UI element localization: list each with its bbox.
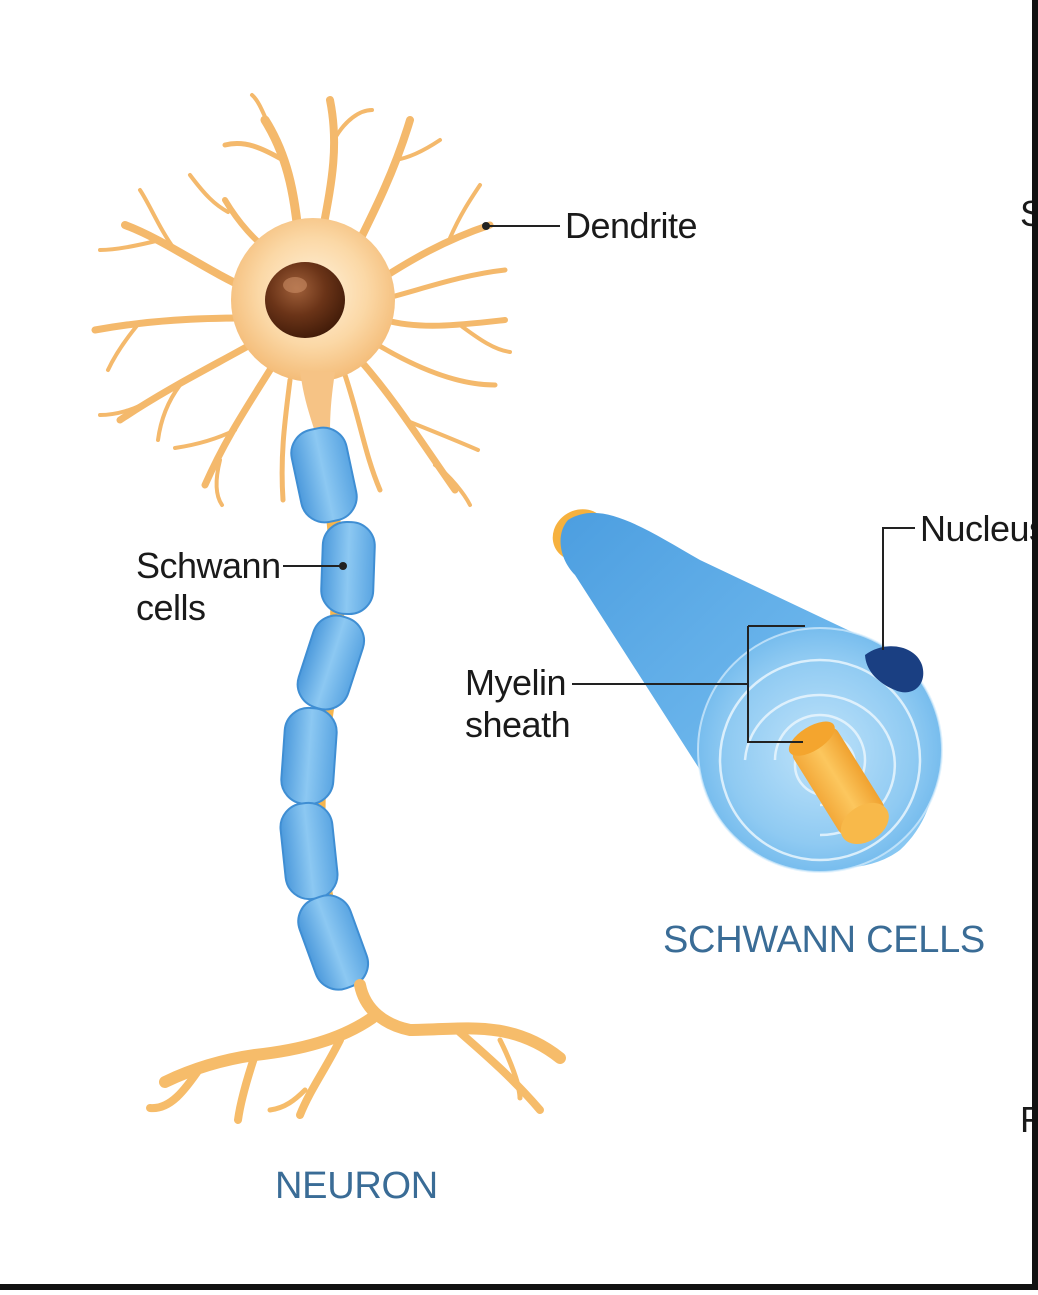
schwann-label-line2: cells [136, 587, 206, 628]
dendrite-leader-dot [482, 222, 490, 230]
schwann-label-line1: Schwann [136, 545, 281, 586]
neuron-nucleus [265, 262, 345, 338]
schwann-cell-segments [279, 426, 376, 991]
axon-terminals [146, 979, 566, 1124]
schwann-leader-dot [339, 562, 347, 570]
dendrite-label: Dendrite [565, 205, 697, 246]
right-frame-edge [1032, 0, 1038, 1290]
nucleus-label: Nucleus [920, 508, 1038, 549]
axon-hillock [300, 370, 335, 432]
nucleus-leader [882, 527, 915, 650]
myelin-label-line2: sheath [465, 704, 570, 745]
leader-lines [283, 225, 915, 743]
myelin-leader [572, 625, 805, 743]
neuron-title: NEURON [275, 1165, 438, 1207]
schwann-cells-title: SCHWANN CELLS [663, 919, 985, 961]
myelin-label-line1: Myelin [465, 662, 566, 703]
bottom-frame-edge [0, 1284, 1038, 1290]
